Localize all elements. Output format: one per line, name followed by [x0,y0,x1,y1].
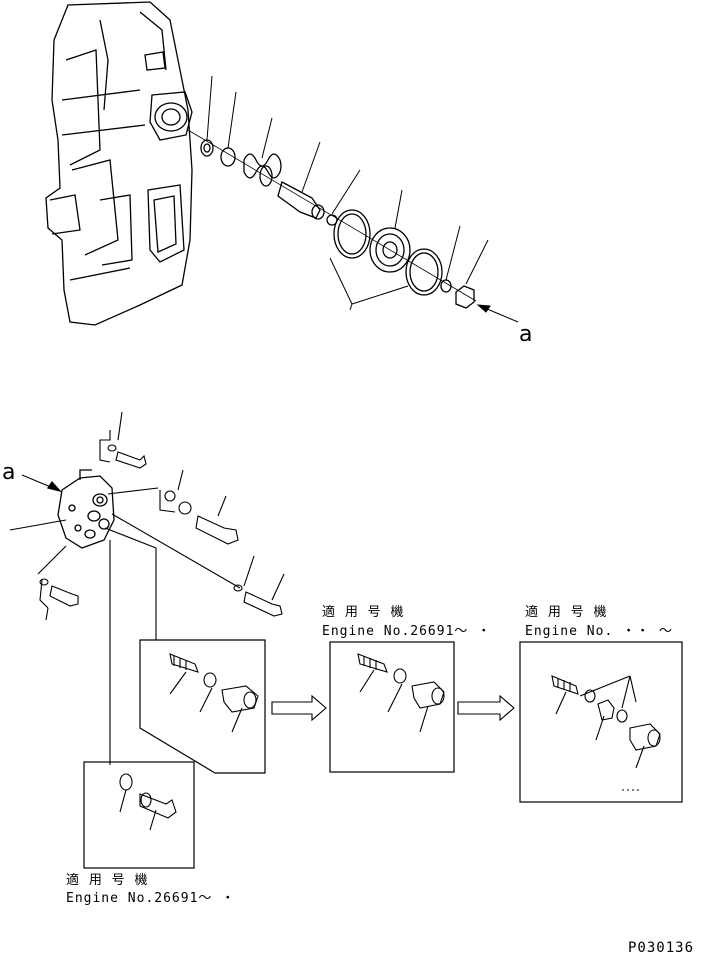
applicability-title-middle: 適 用 号 機 [322,605,405,620]
right-box-parts [551,675,661,791]
view-letter-left: a [2,460,16,485]
applicability-title-lower: 適 用 号 機 [66,873,149,888]
nut [455,285,475,309]
arrow-1 [271,694,327,722]
top-leader-lines [206,75,519,323]
view-letter-top: a [519,322,533,347]
applicability-engine-middle: Engine No.26691～ ・ [322,624,492,639]
detail-box-left [139,639,266,774]
detail-box-lower [83,761,195,869]
detail-box-right [519,641,683,803]
arrow-2 [457,694,515,722]
applicability-engine-lower: Engine No.26691～ ・ [66,891,236,906]
drawing-code: P030136 [628,940,695,956]
spring [243,153,282,179]
large-o-ring-2 [405,248,443,296]
top-parts [200,139,475,309]
applicability-title-right: 適 用 号 機 [525,605,608,620]
left-box-parts [169,653,259,733]
o-ring-small [200,139,214,157]
valve-body [57,469,115,549]
middle-box-parts [357,653,445,733]
lower-box-parts [119,773,177,831]
cover-disc [369,227,411,273]
valve-body-parts [37,411,285,765]
detail-box-middle [329,641,455,773]
large-o-ring-1 [333,209,371,259]
applicability-engine-right: Engine No. ・・ ～ [525,624,673,639]
transmission-housing [45,1,193,326]
